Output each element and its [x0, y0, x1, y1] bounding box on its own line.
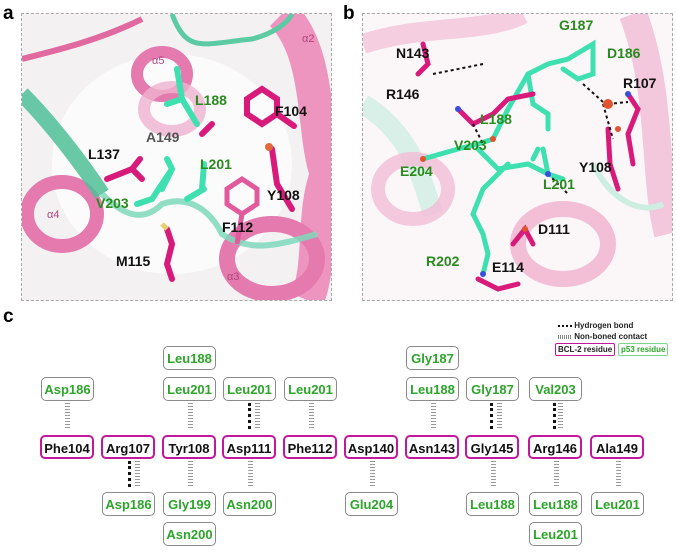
p53-residue-box: Leu188: [529, 492, 582, 516]
panel-b-letter: b: [343, 3, 355, 24]
nonbonded-contact-line: [497, 403, 502, 429]
residue-label-bcl2: F112: [222, 219, 254, 235]
hbond-line-icon: [558, 324, 572, 327]
p53-residue-box: Leu188: [163, 346, 216, 370]
panel-b-molecular-render: [363, 14, 672, 300]
p53-residue-box: Gly187: [406, 346, 459, 370]
p53-residue-box: Glu204: [345, 492, 398, 516]
bcl2-residue-box: Arg146: [528, 435, 582, 459]
helix-label: α5: [152, 55, 165, 67]
legend-nonbonded: Non-boned contact: [558, 332, 647, 341]
legend-hbond-label: Hydrogen bond: [574, 321, 634, 330]
residue-label-p53: L201: [200, 156, 232, 172]
residue-label-p53: V203: [96, 195, 129, 211]
residue-label-bcl2: R107: [623, 75, 657, 91]
panel-a-letter: a: [3, 3, 14, 24]
nonbonded-contact-line: [491, 461, 496, 487]
p53-residue-box: Asp186: [41, 377, 94, 401]
nonbonded-contact-line: [188, 403, 193, 429]
nonbonded-contact-line: [616, 461, 621, 487]
residue-label-bcl2: R146: [386, 86, 420, 102]
legend-p53-residue: p53 residue: [618, 343, 669, 356]
p53-residue-box: Asn200: [223, 492, 276, 516]
residue-label-grey: A149: [146, 129, 180, 145]
hbond-line: [248, 403, 251, 429]
panel-a-molecular-render: [22, 14, 331, 300]
bcl2-residue-box: Asp140: [344, 435, 398, 459]
legend-bcl2-residue: BCL-2 residue: [555, 343, 616, 356]
nonbonded-contact-line: [248, 461, 253, 487]
p53-residue-box: Asn200: [163, 522, 216, 546]
p53-residue-box: Gly199: [163, 492, 216, 516]
bcl2-residue-box: Arg107: [101, 435, 155, 459]
residue-label-p53: G187: [559, 17, 594, 33]
residue-label-p53: R202: [426, 253, 460, 269]
p53-residue-box: Asp186: [102, 492, 155, 516]
residue-label-p53: L201: [543, 176, 575, 192]
hbond-line: [553, 403, 556, 429]
nonbonded-contact-line: [554, 461, 559, 487]
p53-residue-box: Leu188: [466, 492, 519, 516]
panel-a-structure: α5 α2 α4 α3 L188 F104 A149 L137 L201 Y10…: [21, 13, 332, 301]
nonbonded-contact-line: [370, 461, 375, 487]
nonbonded-contact-line: [558, 403, 563, 429]
p53-residue-box: Leu201: [591, 492, 644, 516]
residue-label-p53: V203: [454, 137, 487, 153]
helix-label: α2: [302, 33, 315, 45]
bcl2-residue-box: Asp111: [222, 435, 276, 459]
bcl2-residue-box: Phe104: [40, 435, 94, 459]
residue-label-p53: E204: [400, 163, 433, 179]
bcl2-residue-box: Tyr108: [162, 435, 216, 459]
p53-residue-box: Gly187: [466, 377, 519, 401]
residue-label-bcl2: Y108: [267, 187, 300, 203]
residue-label-bcl2: F104: [275, 103, 307, 119]
nonbonded-contact-line: [188, 461, 193, 487]
helix-label: α4: [47, 209, 60, 221]
residue-label-bcl2: D111: [538, 221, 570, 237]
residue-label-p53: L188: [480, 111, 512, 127]
bcl2-residue-box: Ala149: [590, 435, 644, 459]
legend-nonbonded-label: Non-boned contact: [574, 332, 648, 341]
p53-residue-box: Leu188: [406, 377, 459, 401]
bcl2-residue-box: Asn143: [405, 435, 459, 459]
bcl2-residue-box: Phe112: [283, 435, 337, 459]
residue-label-bcl2: M115: [116, 253, 151, 269]
panel-c-letter: c: [3, 306, 14, 327]
p53-residue-box: Leu201: [529, 522, 582, 546]
p53-residue-box: Leu201: [163, 377, 216, 401]
legend-hbond: Hydrogen bond: [558, 321, 633, 330]
p53-residue-box: Val203: [529, 377, 582, 401]
nonbonded-contact-line: [255, 403, 260, 429]
nonbonded-contact-line: [135, 461, 140, 487]
residue-label-bcl2: E114: [492, 259, 524, 275]
residue-label-p53: D186: [607, 45, 641, 61]
residue-label-bcl2: L137: [88, 146, 120, 162]
panel-b-structure: G187 N143 D186 R107 R146 L188 V203 Y108 …: [362, 13, 673, 301]
p53-residue-box: Leu201: [223, 377, 276, 401]
residue-label-bcl2: N143: [396, 45, 430, 61]
bcl2-residue-box: Gly145: [465, 435, 519, 459]
hbond-line: [490, 403, 493, 429]
nonbonded-contact-line: [65, 403, 70, 429]
hbond-line: [128, 461, 131, 487]
nonbonded-contact-line: [309, 403, 314, 429]
nonbonded-contact-line: [431, 403, 436, 429]
residue-label-bcl2: Y108: [579, 159, 612, 175]
nonbonded-line-icon: [558, 334, 572, 339]
helix-label: α3: [227, 271, 240, 283]
p53-residue-box: Leu201: [284, 377, 337, 401]
residue-label-p53: L188: [195, 92, 227, 108]
